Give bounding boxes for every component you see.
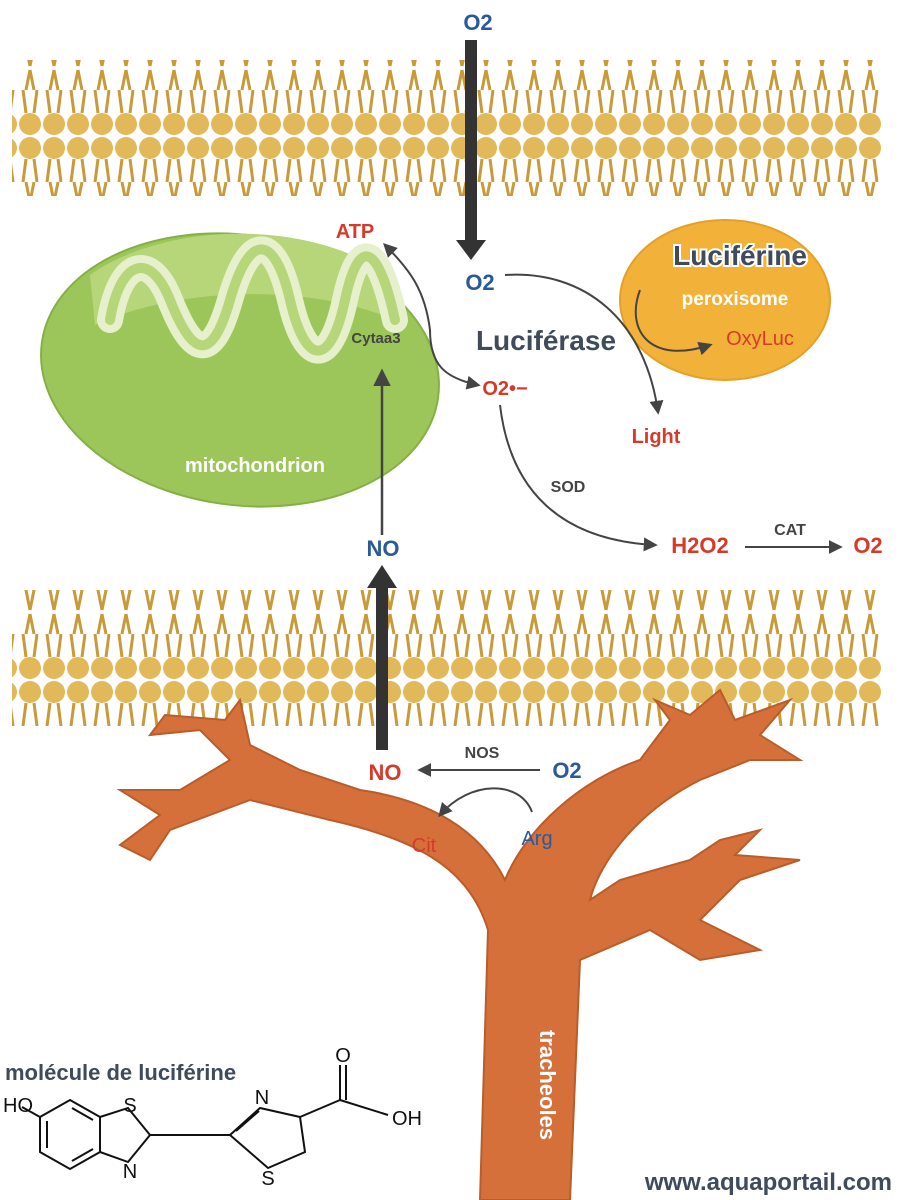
mitochondrion: mitochondrion <box>40 232 440 508</box>
cat-label: CAT <box>774 522 806 539</box>
cell-membrane-top <box>12 60 882 196</box>
arrow-arg-to-cit <box>438 787 533 818</box>
arrow-sod <box>499 404 658 552</box>
o2-right-label: O2 <box>853 533 882 558</box>
watermark: www.aquaportail.com <box>644 1169 892 1196</box>
o2-center-label: O2 <box>465 270 494 295</box>
arrow-o2-to-light <box>504 273 664 415</box>
atom-n1: N <box>123 1161 137 1183</box>
reaction-arrows <box>383 243 843 818</box>
o2-top-label: O2 <box>463 10 492 35</box>
o2-influx-arrow <box>456 40 486 260</box>
nos-label: NOS <box>465 745 500 762</box>
atom-s2: S <box>261 1168 274 1190</box>
atom-oh: OH <box>392 1108 422 1130</box>
light-label: Light <box>632 426 681 448</box>
oxyluc-label: OxyLuc <box>726 328 794 350</box>
o2-bottom-label: O2 <box>552 758 581 783</box>
sod-label: SOD <box>551 479 586 496</box>
molecule-atom-labels: HO S N N S O OH <box>3 1045 422 1190</box>
no-bottom-label: NO <box>369 760 402 785</box>
luciferase-annotation: Luciférase <box>476 325 616 356</box>
molecule-title: molécule de luciférine <box>5 1060 236 1085</box>
arrow-cyt-to-superoxide <box>429 329 481 390</box>
h2o2-label: H2O2 <box>671 533 728 558</box>
cytaa-label: Cytaa3 <box>351 330 400 347</box>
atom-s1: S <box>123 1095 136 1117</box>
mitochondrion-label: mitochondrion <box>185 455 325 477</box>
atom-o: O <box>335 1045 351 1067</box>
atom-n2: N <box>255 1087 269 1109</box>
atp-label: ATP <box>336 221 375 243</box>
cell-membrane-bottom <box>12 590 882 726</box>
arg-label: Arg <box>521 828 552 850</box>
tracheole-tree: tracheoles <box>116 688 804 1200</box>
arrow-luciferine-to-oxyluc <box>634 289 713 356</box>
atom-ho: HO <box>3 1095 33 1117</box>
peroxisome-label: peroxisome <box>682 289 789 310</box>
arrow-to-atp <box>383 243 431 331</box>
superoxide-label: O2•− <box>482 378 527 400</box>
luciferine-annotation: Luciférine <box>673 240 807 271</box>
luciferin-molecule: molécule de luciférine <box>3 1058 389 1171</box>
cit-label: Cit <box>412 835 437 857</box>
no-diffusion-arrow <box>367 565 397 750</box>
no-top-label: NO <box>367 536 400 561</box>
tracheoles-label: tracheoles <box>535 1030 560 1140</box>
peroxisome: peroxisome OxyLuc <box>619 219 831 381</box>
